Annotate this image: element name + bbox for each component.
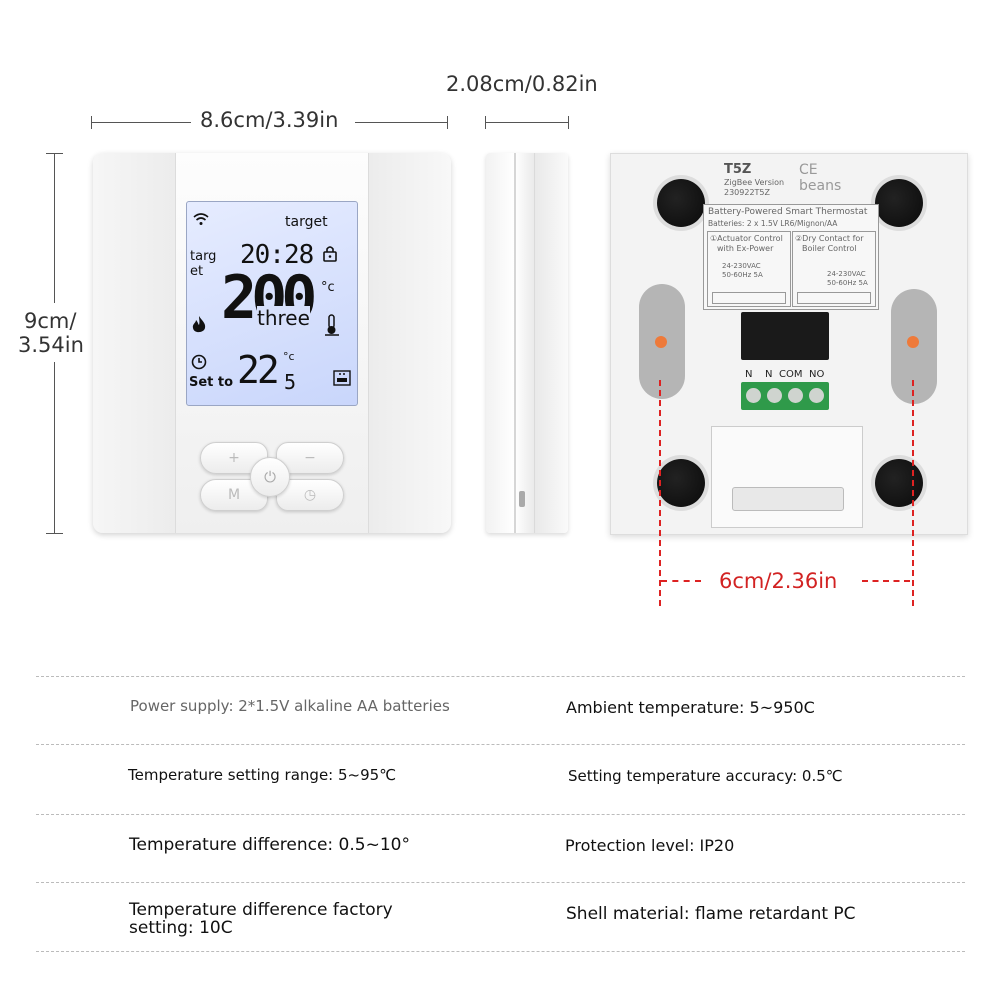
depth-dim-tick-right bbox=[568, 116, 569, 129]
lock-icon bbox=[322, 244, 338, 266]
mount-dim-dash-right bbox=[862, 580, 910, 582]
relay-block bbox=[741, 312, 829, 360]
width-dim-line-left bbox=[91, 122, 191, 123]
terminal-labels: N N COM NO bbox=[743, 369, 833, 383]
mount-guide-right bbox=[912, 380, 914, 606]
side-vent bbox=[519, 491, 525, 507]
spec-setting-accuracy: Setting temperature accuracy: 0.5℃ bbox=[568, 767, 843, 785]
spec-temp-difference: Temperature difference: 0.5~10° bbox=[129, 835, 410, 855]
lcd-set-decimal: 5 bbox=[284, 370, 297, 394]
depth-dim-line bbox=[485, 122, 569, 123]
side-depth-label: 2.08cm/0.82in bbox=[446, 72, 598, 96]
cable-clamp bbox=[732, 487, 844, 511]
terminal-label-n1: N bbox=[745, 369, 753, 380]
terminal-block bbox=[741, 382, 829, 410]
back-ce-mark: CE bbox=[799, 162, 818, 178]
lcd-main-word: three bbox=[257, 306, 310, 330]
left-wiring-box: ①Actuator Control with Ex-Power 24-230VA… bbox=[707, 231, 791, 307]
spec-shell-material: Shell material: flame retardant PC bbox=[566, 904, 856, 924]
spec-separator-2 bbox=[36, 744, 965, 745]
power-button[interactable]: ⏻ bbox=[250, 457, 290, 497]
right-box-line3: 24-230VAC bbox=[827, 270, 866, 278]
flame-icon bbox=[191, 315, 207, 339]
height-label-line1: 9cm/ bbox=[24, 309, 77, 333]
left-terminal-strip bbox=[712, 292, 786, 304]
screw-hole-top-right bbox=[875, 179, 923, 227]
front-width-label: 8.6cm/3.39in bbox=[200, 108, 339, 132]
thermometer-icon bbox=[323, 314, 341, 340]
thermostat-back-view: T5Z ZigBee Version 230922T5Z CE beans Ba… bbox=[610, 153, 968, 535]
lcd-target-label: target bbox=[285, 214, 328, 230]
spec-diff-factory-line1: Temperature difference factory bbox=[129, 900, 393, 920]
width-dim-tick-right bbox=[447, 116, 448, 129]
spec-ambient-temperature: Ambient temperature: 5~950C bbox=[566, 698, 815, 717]
side-ridge bbox=[514, 153, 516, 533]
side-ridge-2 bbox=[534, 153, 535, 533]
lcd-set-temp: 22 bbox=[237, 348, 280, 392]
back-brand: beans bbox=[799, 178, 842, 194]
mount-dot-right bbox=[907, 336, 919, 348]
front-right-panel bbox=[368, 153, 451, 533]
lcd-target-left-2: et bbox=[190, 264, 204, 279]
right-box-line1: ②Dry Contact for bbox=[795, 234, 864, 243]
terminal-label-no: NO bbox=[809, 369, 825, 380]
clock-icon bbox=[191, 354, 207, 374]
back-batteries: Batteries: 2 x 1.5V LR6/Mignon/AA bbox=[708, 219, 838, 228]
left-box-line3: 24-230VAC bbox=[722, 262, 761, 270]
screw-hole-top-left bbox=[657, 179, 705, 227]
front-left-panel bbox=[93, 153, 176, 533]
height-label-line2: 3.54in bbox=[18, 333, 84, 357]
width-dim-tick-left bbox=[91, 116, 92, 129]
back-title: Battery-Powered Smart Thermostat bbox=[708, 207, 868, 217]
screw-hole-bottom-right bbox=[875, 459, 923, 507]
lcd-target-left-1: targ bbox=[190, 249, 217, 264]
terminal-label-com: COM bbox=[779, 369, 803, 380]
left-box-line4: 50-60Hz 5A bbox=[722, 271, 763, 279]
lcd-main-unit: °c bbox=[321, 280, 335, 295]
lcd-set-unit: °c bbox=[283, 350, 295, 363]
cable-opening bbox=[711, 426, 863, 528]
right-box-line2: Boiler Control bbox=[802, 244, 857, 253]
terminal-screw-2 bbox=[767, 388, 782, 403]
thermostat-side-view bbox=[486, 153, 568, 533]
left-box-line1: ①Actuator Control bbox=[710, 234, 783, 243]
height-dim-tick-top bbox=[46, 153, 63, 154]
terminal-screw-1 bbox=[746, 388, 761, 403]
terminal-screw-3 bbox=[788, 388, 803, 403]
left-box-line2: with Ex-Power bbox=[717, 244, 774, 253]
spec-protection-level: Protection level: IP20 bbox=[565, 836, 735, 855]
height-dim-line-bottom bbox=[54, 362, 55, 533]
mount-dot-left bbox=[655, 336, 667, 348]
back-code: 230922T5Z bbox=[724, 188, 770, 197]
terminal-label-n2: N bbox=[765, 369, 773, 380]
height-dim-line-top bbox=[54, 153, 55, 303]
lcd-time: 20:28 bbox=[240, 240, 314, 270]
lcd-display: target targ et 20:28 200 °c three Set to… bbox=[186, 201, 358, 406]
spec-separator-1 bbox=[36, 676, 965, 677]
spec-separator-3 bbox=[36, 814, 965, 815]
mount-spacing-label: 6cm/2.36in bbox=[719, 569, 838, 593]
right-wiring-box: ②Dry Contact for Boiler Control 24-230VA… bbox=[792, 231, 876, 307]
spec-setting-range: Temperature setting range: 5~95℃ bbox=[128, 766, 397, 784]
back-version: ZigBee Version bbox=[724, 178, 785, 187]
depth-dim-tick-left bbox=[485, 116, 486, 129]
height-dim-tick-bottom bbox=[46, 533, 63, 534]
lcd-set-to-label: Set to bbox=[189, 375, 234, 390]
back-spec-label: Battery-Powered Smart Thermostat Batteri… bbox=[703, 204, 879, 310]
spec-separator-4 bbox=[36, 882, 965, 883]
mount-dim-dash-left bbox=[661, 580, 701, 582]
spec-diff-factory-line2: setting: 10C bbox=[129, 918, 233, 938]
screw-hole-bottom-left bbox=[657, 459, 705, 507]
right-terminal-strip bbox=[797, 292, 871, 304]
width-dim-line-right bbox=[355, 122, 447, 123]
wifi-icon bbox=[193, 212, 209, 230]
right-box-line4: 50-60Hz 5A bbox=[827, 279, 868, 287]
back-model: T5Z bbox=[724, 162, 752, 177]
spec-separator-5 bbox=[36, 951, 965, 952]
mount-guide-left bbox=[659, 380, 661, 606]
heating-mode-icon bbox=[333, 370, 351, 390]
terminal-screw-4 bbox=[809, 388, 824, 403]
spec-power-supply: Power supply: 2*1.5V alkaline AA batteri… bbox=[130, 697, 450, 715]
